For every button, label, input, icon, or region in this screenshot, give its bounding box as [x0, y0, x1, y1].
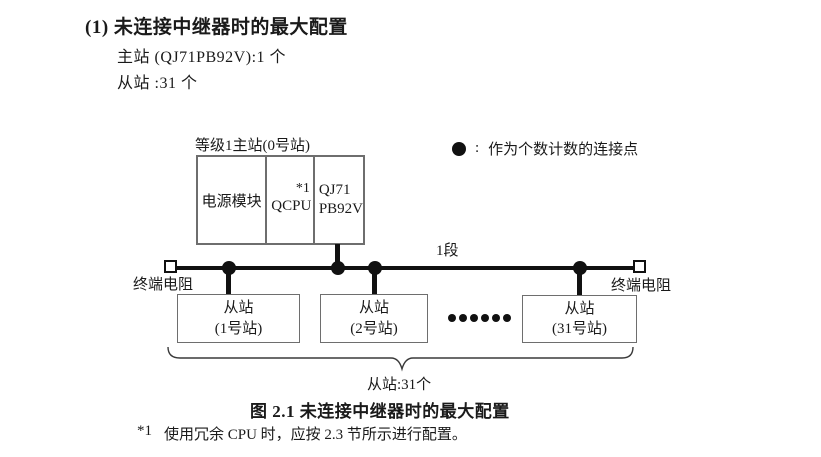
master-station-box: 电源模块 *1 QCPU QJ71 PB92V [196, 155, 365, 245]
master-drop-line [335, 244, 340, 270]
slave31-label-line1: 从站 [564, 300, 595, 317]
slave-station-box-31: 从站 (31号站) [522, 295, 637, 343]
master-station-label: 等级1主站(0号站) [195, 138, 310, 154]
connection-point-dot [222, 261, 236, 275]
master-count-line: 主站 (QJ71PB92V):1 个 [117, 49, 287, 66]
pb92v-label-line2: PB92V [318, 201, 363, 217]
ellipsis-dot [448, 314, 456, 322]
slave1-drop-line [226, 268, 231, 296]
underbrace [167, 346, 634, 372]
slave2-label-line1: 从站 [358, 300, 389, 317]
slave-count-line: 从站 :31 个 [117, 75, 198, 92]
footnote-marker: *1 [137, 423, 152, 439]
ellipsis-dot [459, 314, 467, 322]
connection-point-dot [368, 261, 382, 275]
qcpu-label: QCPU [271, 198, 312, 214]
ellipsis-dot [481, 314, 489, 322]
legend: : 作为个数计数的连接点 [452, 138, 638, 159]
pb92v-label-line1: QJ71 [318, 181, 351, 198]
pb92v-cell: QJ71 PB92V [315, 157, 363, 243]
terminating-resistor-right-label: 终端电阻 [611, 278, 672, 294]
legend-colon: : [475, 140, 480, 156]
slave1-label-line2: (1号站) [214, 320, 263, 337]
section-title: (1) 未连接中继器时的最大配置 [85, 17, 348, 38]
power-module-cell: 电源模块 [198, 157, 268, 243]
footnote-text: 使用冗余 CPU 时，应按 2.3 节所示进行配置。 [164, 427, 467, 443]
slave1-label-line1: 从站 [223, 300, 254, 317]
footnote: *1 使用冗余 CPU 时，应按 2.3 节所示进行配置。 [137, 423, 467, 444]
bus-line [171, 266, 641, 270]
slave3-drop-line [577, 268, 582, 297]
ellipsis-dot [470, 314, 478, 322]
ellipsis-dot [492, 314, 500, 322]
terminating-resistor-left-label: 终端电阻 [133, 277, 194, 293]
ellipsis-dot [503, 314, 511, 322]
slave-station-box-1: 从站 (1号站) [177, 294, 300, 343]
qcpu-footnote-ref: *1 [295, 181, 310, 196]
legend-text: 作为个数计数的连接点 [488, 142, 639, 158]
connection-point-dot [331, 261, 345, 275]
slave31-label-line2: (31号站) [552, 321, 607, 337]
connection-point-icon [452, 141, 466, 156]
slave2-drop-line [372, 268, 377, 296]
slave-station-box-2: 从站 (2号站) [320, 294, 428, 343]
ellipsis-dots [448, 314, 511, 322]
slave2-label-line2: (2号站) [350, 320, 398, 337]
terminating-resistor-right-icon [633, 260, 646, 273]
segment-label: 1段 [436, 243, 459, 259]
terminating-resistor-left-icon [164, 260, 177, 273]
figure-caption: 图 2.1 未连接中继器时的最大配置 [250, 402, 510, 421]
brace-label: 从站:31个 [367, 377, 432, 393]
connection-point-dot [573, 261, 587, 275]
qcpu-cell: *1 QCPU [267, 157, 315, 243]
